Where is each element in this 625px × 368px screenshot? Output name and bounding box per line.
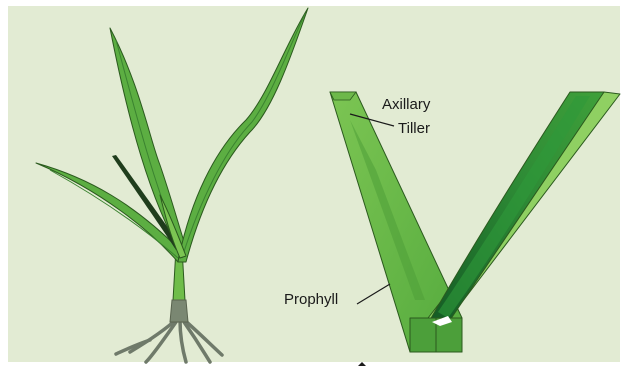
prophyll-label: Prophyll xyxy=(284,291,338,308)
culm-base xyxy=(170,300,188,322)
axillary-label-line1: Axillary xyxy=(382,96,431,113)
axillary-label-line2: Tiller xyxy=(398,120,430,137)
